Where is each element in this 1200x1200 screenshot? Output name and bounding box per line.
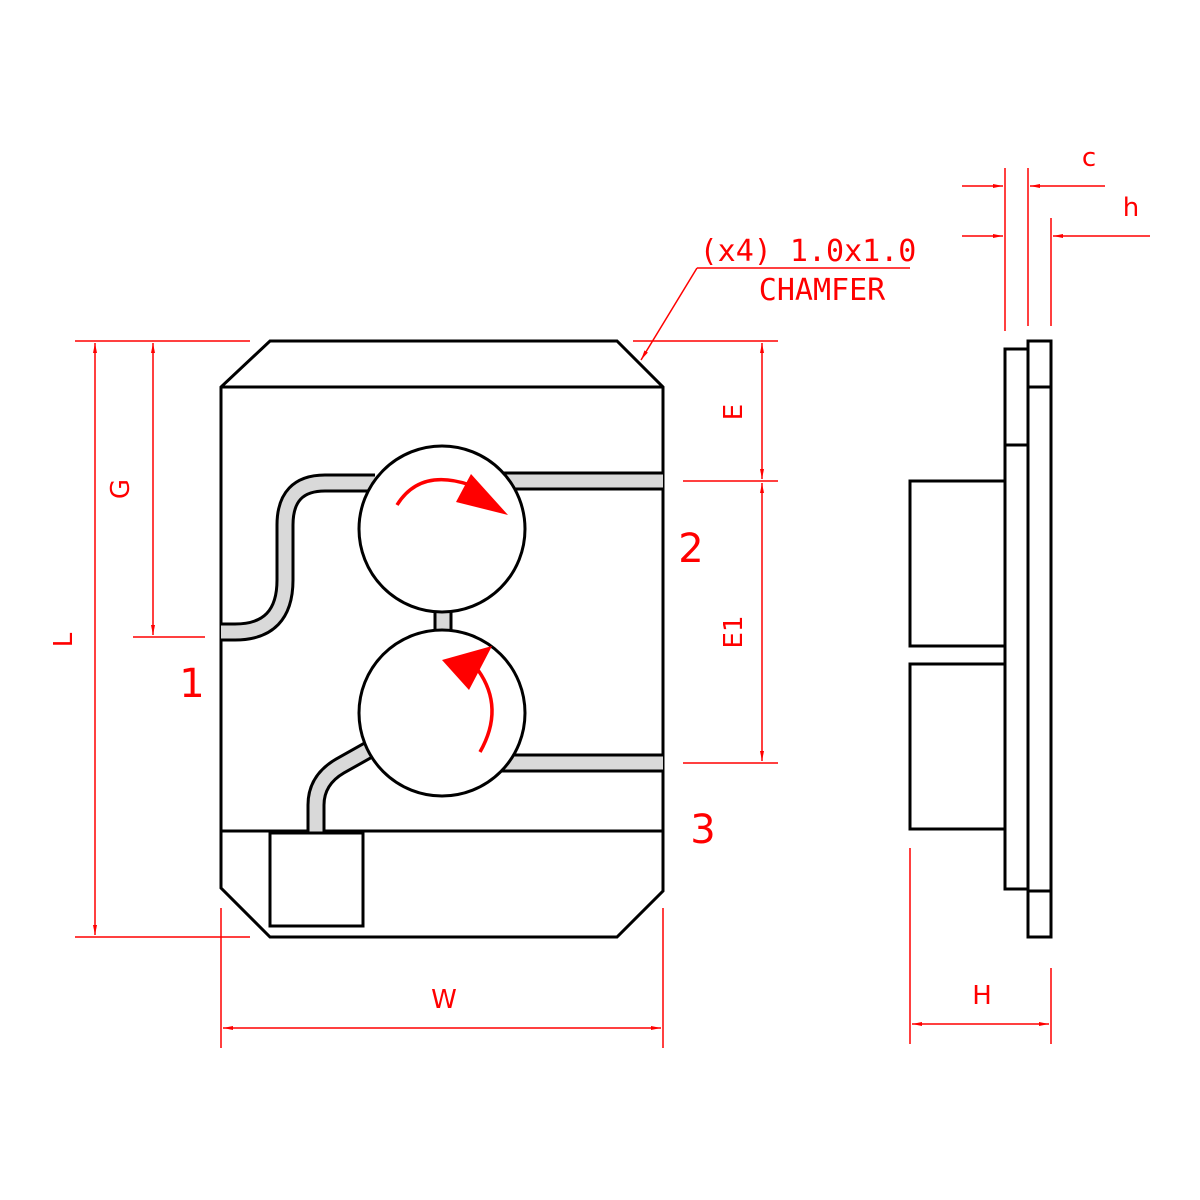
rotation-arrow-clockwise-icon <box>395 477 471 506</box>
dimension-label-E1: E1 <box>719 616 749 649</box>
trace-pin1 <box>221 473 375 642</box>
labels: L G E E1 W H c h 1 2 3 (x4) 1.0x1.0 CHAM… <box>49 143 1139 1015</box>
dimensions <box>75 168 1150 1048</box>
dimension-label-H: H <box>972 981 992 1011</box>
side-substrate <box>1026 339 1053 939</box>
traces <box>221 471 663 833</box>
dimension-label-L: L <box>49 632 79 647</box>
chamfer-leader <box>640 267 698 361</box>
dimension-label-E: E <box>719 404 749 420</box>
package-outline <box>219 339 665 939</box>
dimension-label-h: h <box>1123 193 1139 223</box>
dimension-label-G: G <box>106 479 136 499</box>
pin-label-1: 1 <box>179 661 204 707</box>
dimension-label-W: W <box>431 985 457 1015</box>
ground-pad <box>268 831 365 928</box>
side-component-lower <box>908 662 1007 831</box>
top-view <box>219 339 665 939</box>
pin-label-3: 3 <box>690 807 715 853</box>
dimension-label-c: c <box>1082 143 1096 173</box>
resonator-circle-upper <box>357 444 527 614</box>
resonator-circle-lower <box>357 628 527 798</box>
side-cover <box>1003 347 1030 891</box>
chamfer-note-line2: CHAMFER <box>759 273 886 308</box>
rotation-arrow-counterclockwise-icon <box>476 668 494 753</box>
side-component-upper <box>908 479 1007 648</box>
side-view <box>908 339 1053 939</box>
pin-label-2: 2 <box>678 526 703 572</box>
chamfer-note-line1: (x4) 1.0x1.0 <box>700 234 917 269</box>
